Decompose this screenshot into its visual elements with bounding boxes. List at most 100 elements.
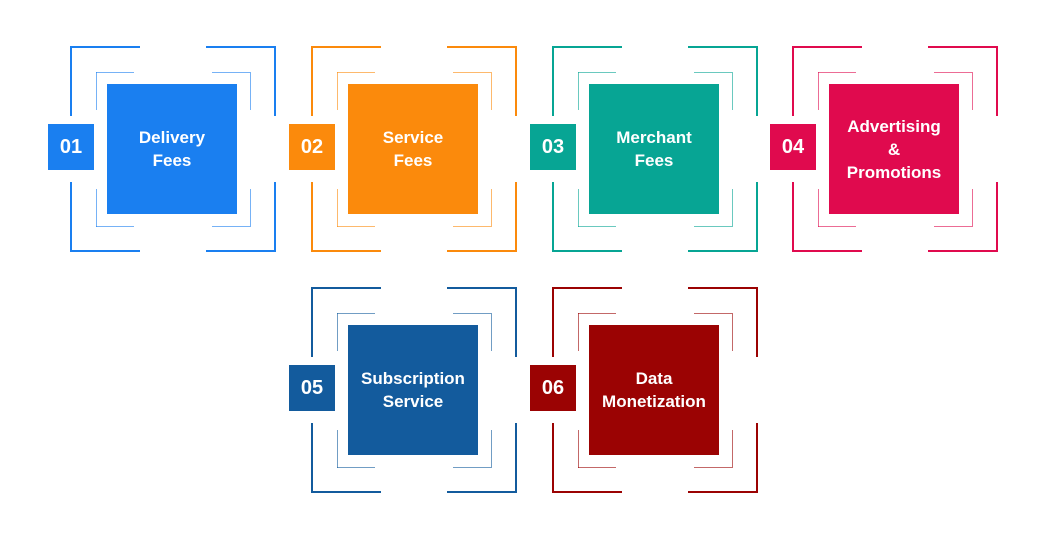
inner-frame-line xyxy=(578,313,579,351)
outer-frame-line xyxy=(552,491,622,493)
inner-frame-line xyxy=(337,430,338,468)
outer-frame-line xyxy=(311,182,313,252)
outer-frame-line xyxy=(996,46,998,116)
inner-frame-line xyxy=(934,72,972,73)
outer-frame-line xyxy=(552,182,554,252)
outer-frame-line xyxy=(447,250,517,252)
inner-frame-line xyxy=(694,72,732,73)
inner-frame-line xyxy=(818,189,819,227)
card-data-monetization: Data Monetization 06 xyxy=(530,287,762,497)
outer-frame-line xyxy=(274,182,276,252)
outer-frame-line xyxy=(928,250,998,252)
outer-frame-line xyxy=(70,250,140,252)
outer-frame-line xyxy=(515,182,517,252)
card-label-box: Delivery Fees xyxy=(107,84,237,214)
outer-frame-line xyxy=(552,46,622,48)
inner-frame-line xyxy=(212,226,250,227)
inner-frame-line xyxy=(578,189,579,227)
card-number-badge: 06 xyxy=(530,365,576,411)
inner-frame-line xyxy=(250,189,251,227)
card-service-fees: Service Fees 02 xyxy=(289,46,521,256)
inner-frame-line xyxy=(337,467,375,468)
outer-frame-line xyxy=(447,287,517,289)
outer-frame-line xyxy=(552,287,554,357)
inner-frame-line xyxy=(972,72,973,110)
outer-frame-line xyxy=(311,423,313,493)
inner-frame-line xyxy=(934,226,972,227)
outer-frame-line xyxy=(688,250,758,252)
inner-frame-line xyxy=(732,313,733,351)
inner-frame-line xyxy=(491,313,492,351)
inner-frame-line xyxy=(96,226,134,227)
outer-frame-line xyxy=(792,250,862,252)
inner-frame-line xyxy=(96,189,97,227)
outer-frame-line xyxy=(515,46,517,116)
outer-frame-line xyxy=(447,491,517,493)
inner-frame-line xyxy=(337,72,338,110)
outer-frame-line xyxy=(996,182,998,252)
inner-frame-line xyxy=(337,226,375,227)
inner-frame-line xyxy=(818,72,819,110)
card-label-box: Advertising & Promotions xyxy=(829,84,959,214)
inner-frame-line xyxy=(694,226,732,227)
inner-frame-line xyxy=(491,430,492,468)
card-advertising-promotions: Advertising & Promotions 04 xyxy=(770,46,1002,256)
card-number-badge: 05 xyxy=(289,365,335,411)
card-merchant-fees: Merchant Fees 03 xyxy=(530,46,762,256)
inner-frame-line xyxy=(732,189,733,227)
outer-frame-line xyxy=(792,46,794,116)
outer-frame-line xyxy=(311,250,381,252)
inner-frame-line xyxy=(578,467,616,468)
outer-frame-line xyxy=(515,423,517,493)
outer-frame-line xyxy=(70,182,72,252)
inner-frame-line xyxy=(578,72,579,110)
outer-frame-line xyxy=(756,287,758,357)
inner-frame-line xyxy=(212,72,250,73)
outer-frame-line xyxy=(688,46,758,48)
outer-frame-line xyxy=(756,423,758,493)
outer-frame-line xyxy=(70,46,140,48)
outer-frame-line xyxy=(552,287,622,289)
card-subscription-service: Subscription Service 05 xyxy=(289,287,521,497)
card-label-box: Subscription Service xyxy=(348,325,478,455)
outer-frame-line xyxy=(311,491,381,493)
inner-frame-line xyxy=(250,72,251,110)
outer-frame-line xyxy=(311,287,381,289)
outer-frame-line xyxy=(274,46,276,116)
inner-frame-line xyxy=(96,72,134,73)
outer-frame-line xyxy=(311,46,381,48)
outer-frame-line xyxy=(206,250,276,252)
outer-frame-line xyxy=(552,46,554,116)
outer-frame-line xyxy=(552,423,554,493)
inner-frame-line xyxy=(337,313,338,351)
inner-frame-line xyxy=(337,313,375,314)
card-number-badge: 02 xyxy=(289,124,335,170)
outer-frame-line xyxy=(552,250,622,252)
inner-frame-line xyxy=(694,313,732,314)
inner-frame-line xyxy=(578,226,616,227)
inner-frame-line xyxy=(453,313,491,314)
inner-frame-line xyxy=(491,189,492,227)
outer-frame-line xyxy=(447,46,517,48)
card-label-box: Data Monetization xyxy=(589,325,719,455)
card-number-badge: 03 xyxy=(530,124,576,170)
outer-frame-line xyxy=(688,287,758,289)
inner-frame-line xyxy=(453,72,491,73)
outer-frame-line xyxy=(928,46,998,48)
card-label-box: Service Fees xyxy=(348,84,478,214)
inner-frame-line xyxy=(818,226,856,227)
inner-frame-line xyxy=(96,72,97,110)
inner-frame-line xyxy=(694,467,732,468)
outer-frame-line xyxy=(311,287,313,357)
inner-frame-line xyxy=(337,189,338,227)
inner-frame-line xyxy=(578,313,616,314)
outer-frame-line xyxy=(311,46,313,116)
inner-frame-line xyxy=(491,72,492,110)
inner-frame-line xyxy=(732,430,733,468)
card-label-box: Merchant Fees xyxy=(589,84,719,214)
inner-frame-line xyxy=(453,467,491,468)
outer-frame-line xyxy=(515,287,517,357)
card-number-badge: 04 xyxy=(770,124,816,170)
outer-frame-line xyxy=(792,182,794,252)
